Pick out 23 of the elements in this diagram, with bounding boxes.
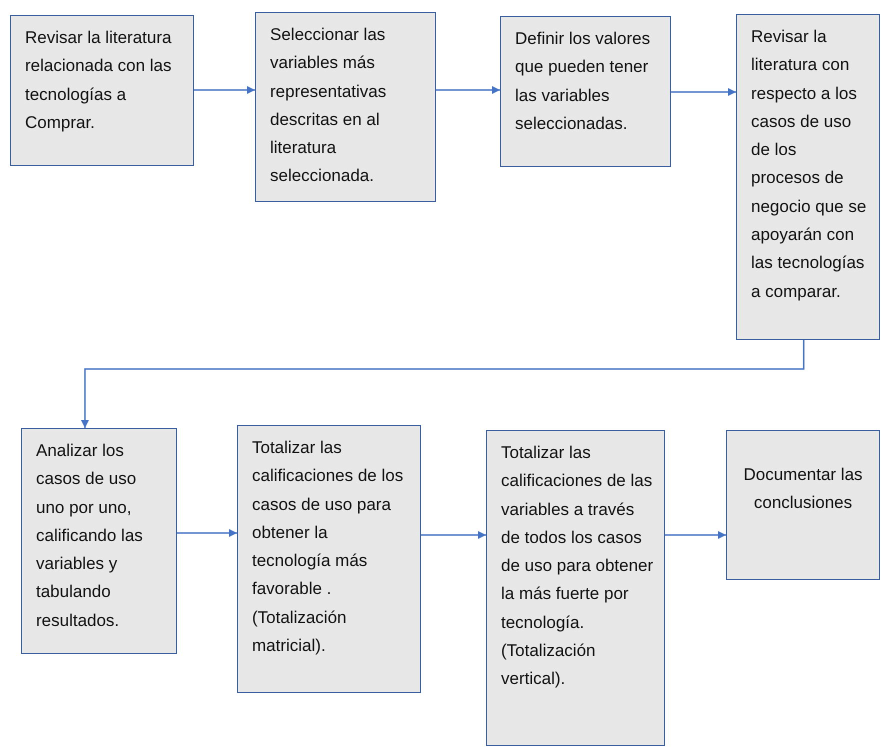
process-box (736, 14, 880, 340)
arrow (665, 531, 726, 539)
process-box (500, 16, 671, 167)
arrow (177, 529, 237, 537)
step-text: Revisar la literatura relacionada con las tecnologías a Comprar. (25, 27, 172, 134)
process-box (486, 430, 665, 746)
step-text: Seleccionar las variables más representativas descritas en al literatura seleccionada. (270, 24, 388, 188)
step-text: Totalizar las calificaciones de las variables a través de todos los casos de uso para obtener la más fuerte por tecnología. (Totalización vertical). (501, 442, 654, 690)
arrow (671, 88, 736, 96)
step-text: Definir los valores que pueden tener las variables seleccionadas. (515, 28, 652, 135)
process-box (255, 12, 436, 202)
process-box (10, 15, 194, 166)
process-box (237, 425, 421, 693)
step-text: Totalizar las calificaciones de los casos de uso para obtener la tecnología más favorable . (Totalización matricial). (252, 437, 404, 658)
step-text: Analizar los casos de uso uno por uno, calificando las variables y tabulando resultados. (36, 440, 144, 632)
arrow (80, 340, 804, 428)
process-box (726, 430, 880, 580)
step-text: Documentar las conclusiones (742, 464, 864, 514)
arrow (436, 86, 500, 94)
arrow (421, 531, 486, 539)
arrow (194, 86, 255, 94)
step-text: Revisar la literatura con respecto a los casos de uso de los procesos de negocio que se apoyarán con las tecnologías a comparar. (751, 26, 868, 303)
process-box (21, 428, 177, 654)
